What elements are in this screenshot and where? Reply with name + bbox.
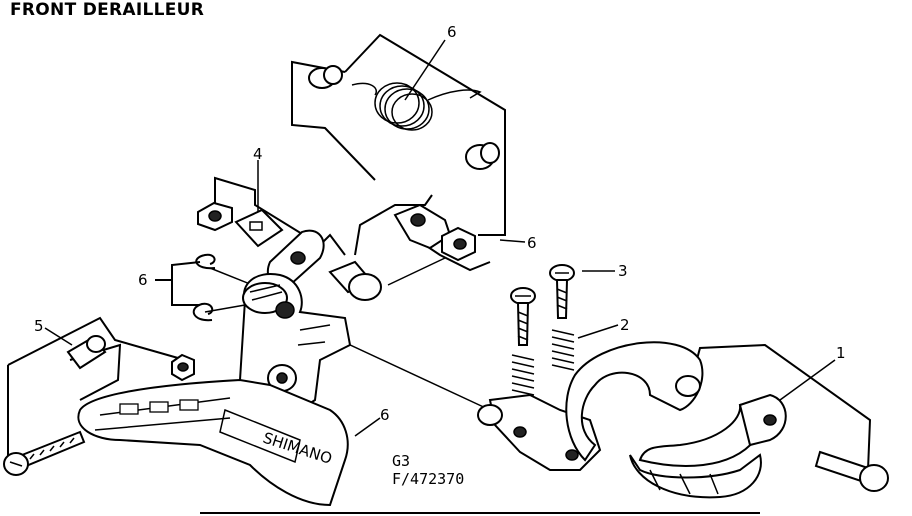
clamp-screw-left <box>510 287 536 346</box>
drawing-code-line-1: G3 <box>392 452 411 470</box>
pivot-nut <box>441 226 476 262</box>
part-label-pivot-nut: 6 <box>527 234 537 252</box>
part-label-circlips: 6 <box>138 271 148 289</box>
part-label-cage-spacer: 5 <box>34 317 44 335</box>
cage-spacer <box>66 335 107 370</box>
cage-screw <box>3 430 86 476</box>
part-label-spring-group: 6 <box>447 23 457 41</box>
derailleur-cage <box>77 378 349 507</box>
mounting-bracket <box>477 393 602 471</box>
drawing-code-line-2: F/472370 <box>392 470 465 488</box>
spring-group-leader <box>344 33 506 236</box>
clip-plate <box>234 208 284 248</box>
circlip-upper <box>195 253 216 270</box>
pivot-bracket <box>393 203 452 250</box>
circlip-lower <box>192 302 214 322</box>
cage-nut <box>171 353 195 382</box>
torsion-spring <box>351 82 482 131</box>
frame-clamp-band <box>565 341 787 499</box>
spring-bushing-right <box>465 142 500 170</box>
part-label-cage: 6 <box>380 406 390 424</box>
pivot-pin <box>328 260 382 301</box>
clamp-screw-right <box>549 264 575 319</box>
limit-spring-left <box>511 354 535 396</box>
clamp-bolt <box>814 450 889 492</box>
part-label-clamp-screw: 3 <box>618 262 628 280</box>
part-label-frame-clamp: 1 <box>836 344 846 362</box>
part-label-clip-plate: 4 <box>253 145 263 163</box>
spring-bushing-left <box>308 65 343 89</box>
nut-washer <box>197 201 233 232</box>
limit-spring-right <box>551 329 575 371</box>
diagram-title: FRONT DERAILLEUR <box>10 0 205 20</box>
part-label-limit-spring: 2 <box>620 316 630 334</box>
clip-group-leader <box>214 176 346 256</box>
